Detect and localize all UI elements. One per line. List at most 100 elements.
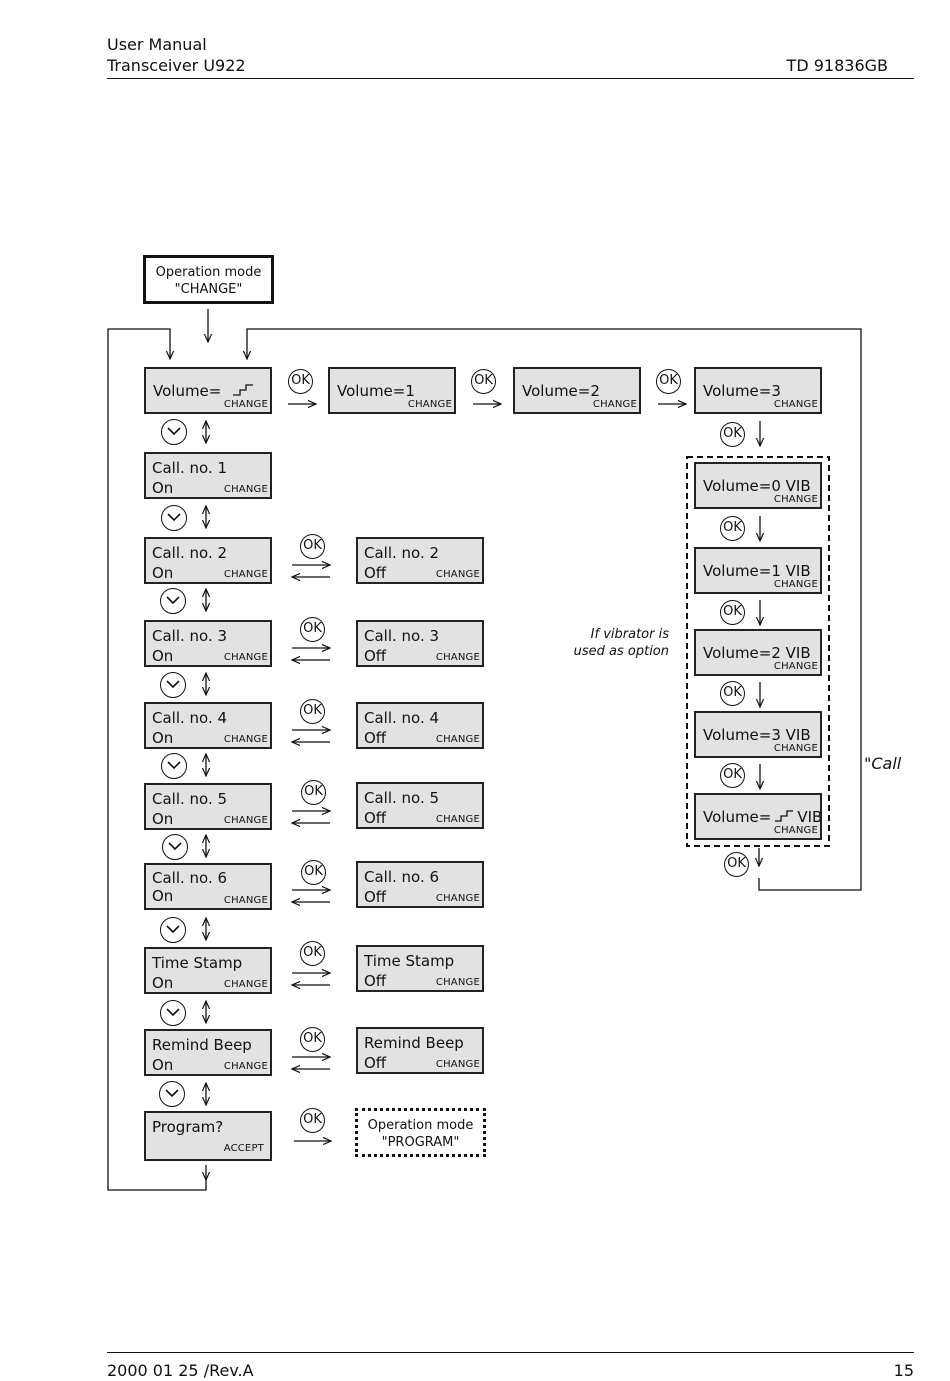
note-line1: If vibrator is	[590, 627, 669, 642]
change-softkey-label: CHANGE	[223, 979, 268, 990]
display-state: Off	[364, 809, 387, 827]
down-key-icon	[161, 753, 187, 779]
volume-label: Volume=	[153, 382, 254, 400]
operation-mode-change-box: Operation mode "CHANGE"	[143, 255, 274, 304]
display-state: Off	[364, 972, 387, 990]
time-stamp-off-display: Time Stamp Off CHANGE	[356, 945, 484, 992]
call-no-3-off-display: Call. no. 3 Off CHANGE	[356, 620, 484, 667]
call-text-fragment: "Call	[864, 754, 902, 773]
display-title: Program?	[152, 1118, 224, 1136]
footer-date-revision: 2000 01 25 /Rev.A	[107, 1361, 254, 1380]
display-state: On	[152, 887, 174, 905]
change-softkey-label: CHANGE	[223, 652, 268, 663]
change-softkey-label: CHANGE	[773, 825, 818, 836]
change-softkey-label: CHANGE	[223, 399, 268, 410]
change-softkey-label: CHANGE	[223, 1061, 268, 1072]
display-state: On	[152, 974, 174, 992]
display-text: Volume=3	[703, 382, 781, 400]
ok-button-icon: OK	[720, 516, 745, 541]
display-text: Volume=1 VIB	[703, 562, 811, 580]
display-title: Time Stamp	[364, 952, 455, 970]
ok-button-icon: OK	[300, 534, 325, 559]
change-softkey-label: CHANGE	[435, 814, 480, 825]
ok-button-icon: OK	[300, 1027, 325, 1052]
volume-3-vib-display: Volume=3 VIB CHANGE	[694, 711, 822, 758]
display-title: Call. no. 3	[364, 627, 440, 645]
ok-button-icon: OK	[301, 860, 326, 885]
mode-box-line2: "PROGRAM"	[381, 1135, 460, 1150]
display-title: Remind Beep	[364, 1034, 464, 1052]
display-title: Call. no. 5	[364, 789, 440, 807]
display-text: Volume=3 VIB	[703, 726, 811, 744]
volume-3-display: Volume=3 CHANGE	[694, 367, 822, 414]
call-no-4-off-display: Call. no. 4 Off CHANGE	[356, 702, 484, 749]
ok-button-icon: OK	[720, 422, 745, 447]
ok-button-icon: OK	[720, 681, 745, 706]
change-softkey-label: CHANGE	[435, 734, 480, 745]
volume-step-icon	[233, 384, 254, 396]
display-text: Volume=VIB	[703, 808, 823, 826]
call-no-6-on-display: Call. no. 6 On CHANGE	[144, 863, 272, 910]
page-number: 15	[893, 1361, 914, 1380]
volume-2-display: Volume=2 CHANGE	[513, 367, 641, 414]
ok-button-icon: OK	[300, 699, 325, 724]
change-softkey-label: CHANGE	[223, 484, 268, 495]
down-key-icon	[160, 917, 186, 943]
change-softkey-label: CHANGE	[773, 743, 818, 754]
display-text: Volume=1	[337, 382, 415, 400]
change-softkey-label: CHANGE	[773, 661, 818, 672]
display-state: Off	[364, 729, 387, 747]
display-state: Off	[364, 1054, 387, 1072]
note-line2: used as option	[573, 644, 669, 659]
display-title: Call. no. 6	[152, 869, 228, 887]
change-softkey-label: CHANGE	[223, 815, 268, 826]
remind-beep-on-display: Remind Beep On CHANGE	[144, 1029, 272, 1076]
ok-button-icon: OK	[300, 617, 325, 642]
display-title: Call. no. 5	[152, 790, 228, 808]
mode-box-line2: "CHANGE"	[174, 282, 243, 297]
display-title: Call. no. 4	[152, 709, 228, 727]
display-title: Call. no. 1	[152, 459, 228, 477]
display-text: Volume=2	[522, 382, 600, 400]
display-title: Call. no. 6	[364, 868, 440, 886]
down-key-icon	[159, 1081, 185, 1107]
display-state: Off	[364, 888, 387, 906]
change-softkey-label: CHANGE	[435, 893, 480, 904]
ok-button-icon: OK	[720, 763, 745, 788]
display-state: Off	[364, 564, 387, 582]
remind-beep-off-display: Remind Beep Off CHANGE	[356, 1027, 484, 1074]
call-no-5-on-display: Call. no. 5 On CHANGE	[144, 783, 272, 830]
display-state: On	[152, 564, 174, 582]
mode-box-line1: Operation mode	[155, 265, 262, 280]
change-softkey-label: CHANGE	[435, 569, 480, 580]
down-key-icon	[162, 834, 188, 860]
volume-step-icon	[775, 810, 794, 822]
ok-button-icon: OK	[288, 369, 313, 394]
volume-0-vib-display: Volume=0 VIB CHANGE	[694, 462, 822, 509]
display-title: Remind Beep	[152, 1036, 252, 1054]
volume-1-vib-display: Volume=1 VIB CHANGE	[694, 547, 822, 594]
down-key-icon	[160, 672, 186, 698]
display-text: Volume=0 VIB	[703, 477, 811, 495]
ok-button-icon: OK	[656, 369, 681, 394]
volume-step-vib-display: Volume=VIB CHANGE	[694, 793, 822, 840]
display-state: Off	[364, 647, 387, 665]
down-key-icon	[160, 1000, 186, 1026]
operation-mode-program-box: Operation mode "PROGRAM"	[355, 1108, 486, 1157]
display-state: On	[152, 479, 174, 497]
vibrator-option-note: If vibrator is used as option	[565, 626, 669, 660]
down-key-icon	[161, 505, 187, 531]
volume-2-vib-display: Volume=2 VIB CHANGE	[694, 629, 822, 676]
change-softkey-label: CHANGE	[223, 569, 268, 580]
change-softkey-label: CHANGE	[773, 579, 818, 590]
ok-button-icon: OK	[300, 941, 325, 966]
call-no-3-on-display: Call. no. 3 On CHANGE	[144, 620, 272, 667]
display-state: On	[152, 1056, 174, 1074]
ok-button-icon: OK	[720, 600, 745, 625]
display-state: On	[152, 810, 174, 828]
change-softkey-label: CHANGE	[773, 399, 818, 410]
manual-title: User Manual	[107, 35, 207, 54]
display-state: On	[152, 647, 174, 665]
change-softkey-label: CHANGE	[773, 494, 818, 505]
